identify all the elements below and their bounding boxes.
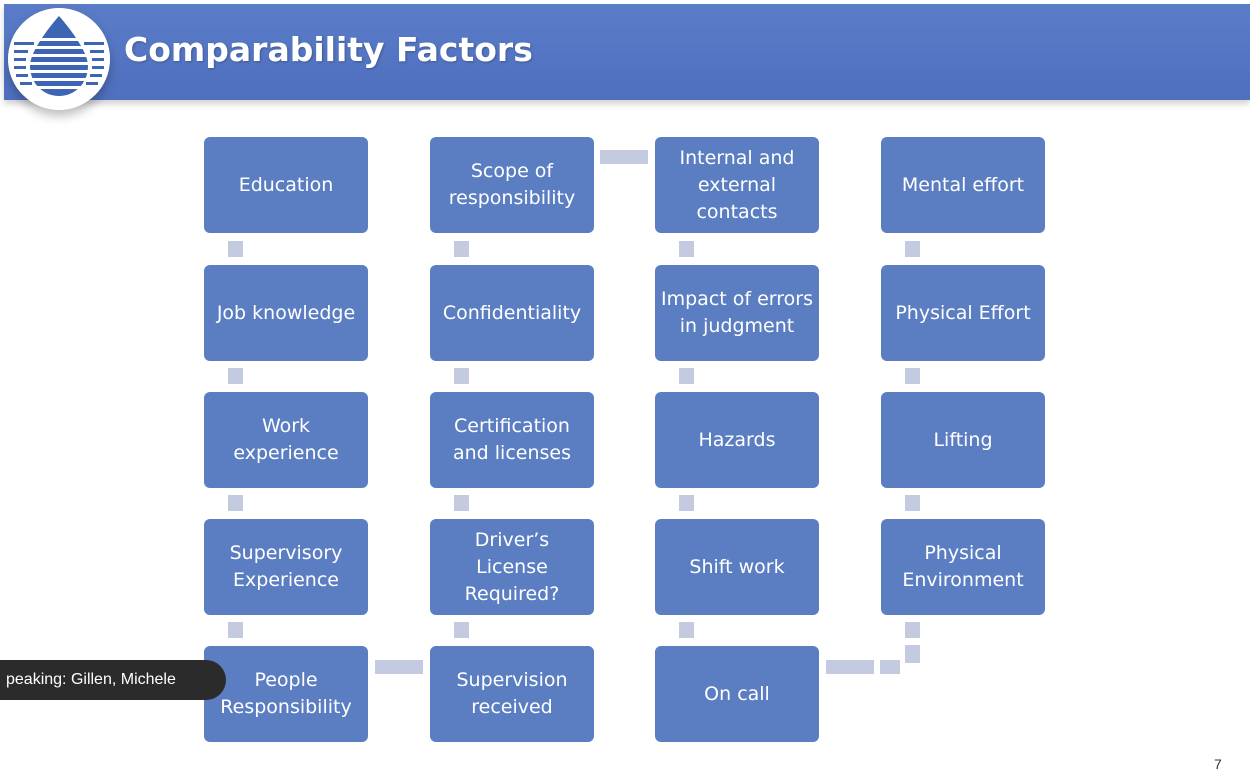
factor-box-supervisory-experience: Supervisory Experience bbox=[204, 519, 368, 615]
connector bbox=[679, 368, 694, 384]
factor-box-people-responsibility: People Responsibility bbox=[204, 646, 368, 742]
slide-title: Comparability Factors bbox=[124, 30, 533, 69]
connector bbox=[679, 241, 694, 257]
factor-box-education: Education bbox=[204, 137, 368, 233]
connector bbox=[905, 622, 920, 638]
connector bbox=[880, 660, 900, 674]
factor-box-scope-of-responsibility: Scope of responsibility bbox=[430, 137, 594, 233]
factor-box-mental-effort: Mental effort bbox=[881, 137, 1045, 233]
speaking-indicator: peaking: Gillen, Michele bbox=[0, 660, 226, 700]
connector bbox=[228, 368, 243, 384]
connector bbox=[228, 241, 243, 257]
factor-box-confidentiality: Confidentiality bbox=[430, 265, 594, 361]
factor-box-internal-external-contacts: Internal and external contacts bbox=[655, 137, 819, 233]
factor-box-work-experience: Work experience bbox=[204, 392, 368, 488]
connector bbox=[679, 495, 694, 511]
connector bbox=[905, 368, 920, 384]
factor-box-on-call: On call bbox=[655, 646, 819, 742]
factor-box-drivers-license-required: Driver’s License Required? bbox=[430, 519, 594, 615]
connector bbox=[679, 622, 694, 638]
page-number: 7 bbox=[1214, 756, 1222, 772]
factor-box-lifting: Lifting bbox=[881, 392, 1045, 488]
connector bbox=[905, 645, 920, 663]
connector bbox=[228, 622, 243, 638]
connector bbox=[600, 150, 648, 164]
factor-box-hazards: Hazards bbox=[655, 392, 819, 488]
factor-box-supervision-received: Supervision received bbox=[430, 646, 594, 742]
connector bbox=[454, 622, 469, 638]
connector bbox=[454, 368, 469, 384]
factor-box-shift-work: Shift work bbox=[655, 519, 819, 615]
connector bbox=[375, 660, 423, 674]
factor-box-certification-and-licenses: Certification and licenses bbox=[430, 392, 594, 488]
connector bbox=[454, 241, 469, 257]
factor-box-impact-of-errors: Impact of errors in judgment bbox=[655, 265, 819, 361]
factor-box-physical-environment: Physical Environment bbox=[881, 519, 1045, 615]
connector bbox=[228, 495, 243, 511]
factor-box-job-knowledge: Job knowledge bbox=[204, 265, 368, 361]
connector bbox=[826, 660, 874, 674]
connector bbox=[454, 495, 469, 511]
water-drop-logo-icon bbox=[8, 8, 110, 110]
connector bbox=[905, 495, 920, 511]
slide-header bbox=[4, 4, 1250, 100]
connector bbox=[905, 241, 920, 257]
factor-box-physical-effort: Physical Effort bbox=[881, 265, 1045, 361]
